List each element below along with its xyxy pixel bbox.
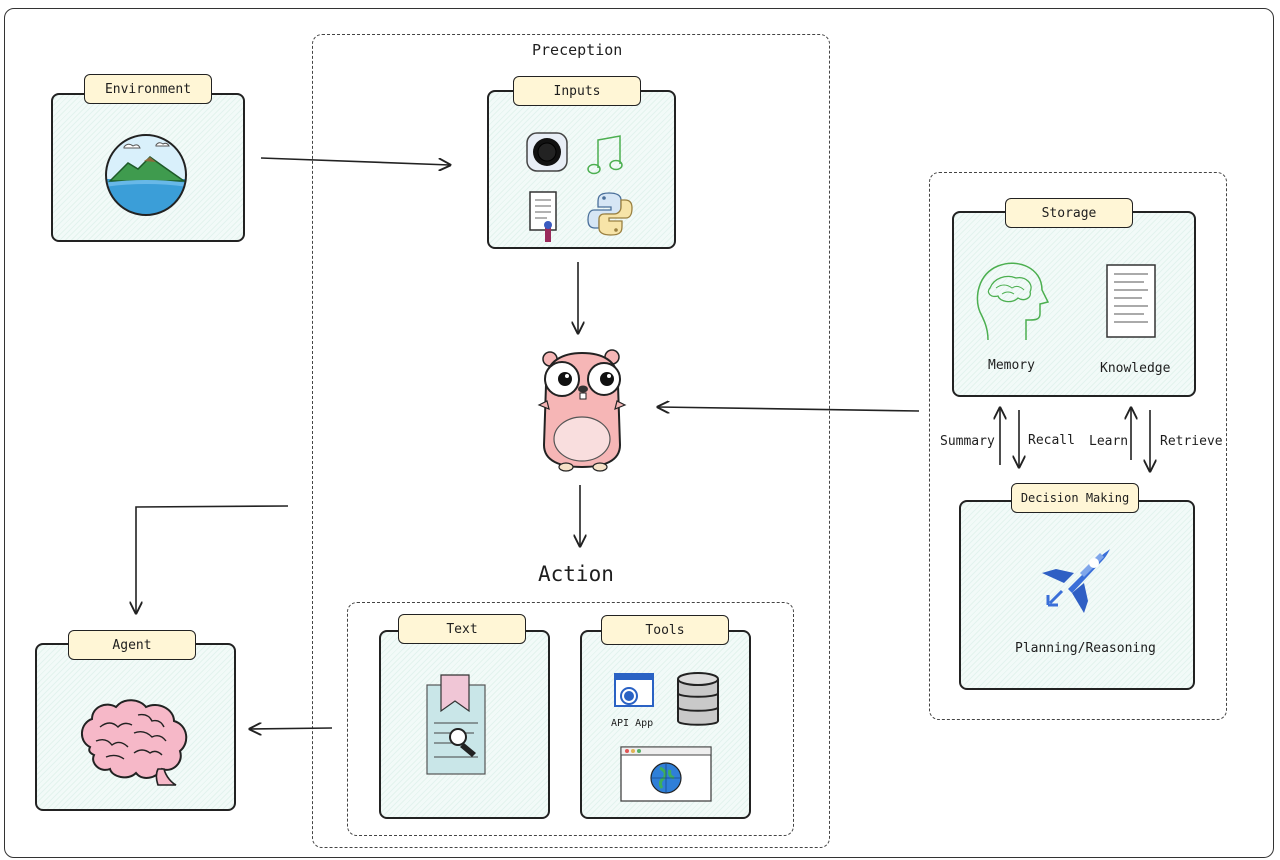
feedback-to-agent-arrow [136,505,289,613]
env-to-inputs-arrow [260,157,450,165]
decision-tag: Decision Making [1011,483,1139,513]
music-note-icon [587,135,623,175]
browser-globe-icon [620,746,712,802]
inputs-card [487,90,676,249]
storage-decision-group [929,172,1227,720]
storage-tag: Storage [1005,198,1133,228]
inputs-tag: Inputs [513,76,641,106]
rocket-icon [1042,549,1110,613]
perception-group [312,34,830,848]
agent-tag: Agent [68,630,196,660]
tools-tag: Tools [601,615,729,645]
document-icon [1106,264,1156,338]
storage-to-gopher-arrow [658,407,920,411]
retrieve-label: Retrieve [1160,434,1223,449]
summary-label: Summary [940,434,995,449]
head-outline-icon [976,262,1050,341]
action-tools-group [347,602,794,836]
api-app-caption: API App [611,718,654,729]
outer-frame [4,8,1274,858]
camera-icon [526,132,568,172]
planning-reasoning-label: Planning/Reasoning [1015,641,1156,656]
api-app-icon [614,673,654,707]
environment-tag: Environment [84,74,212,104]
text-tag: Text [398,614,526,644]
tools-to-agent-arrow [250,728,333,729]
recall-label: Recall [1028,433,1075,448]
bookmark-doc-icon [426,674,486,775]
database-icon [677,672,719,726]
gopher-icon [537,349,627,472]
perception-title: Preception [532,41,623,59]
knowledge-label: Knowledge [1100,361,1171,376]
certificate-icon [529,191,557,242]
landscape-icon [105,134,187,216]
learn-label: Learn [1089,434,1129,449]
memory-label: Memory [988,358,1035,373]
brain-icon [81,699,188,786]
python-icon [587,192,633,236]
action-title: Action [538,562,614,586]
